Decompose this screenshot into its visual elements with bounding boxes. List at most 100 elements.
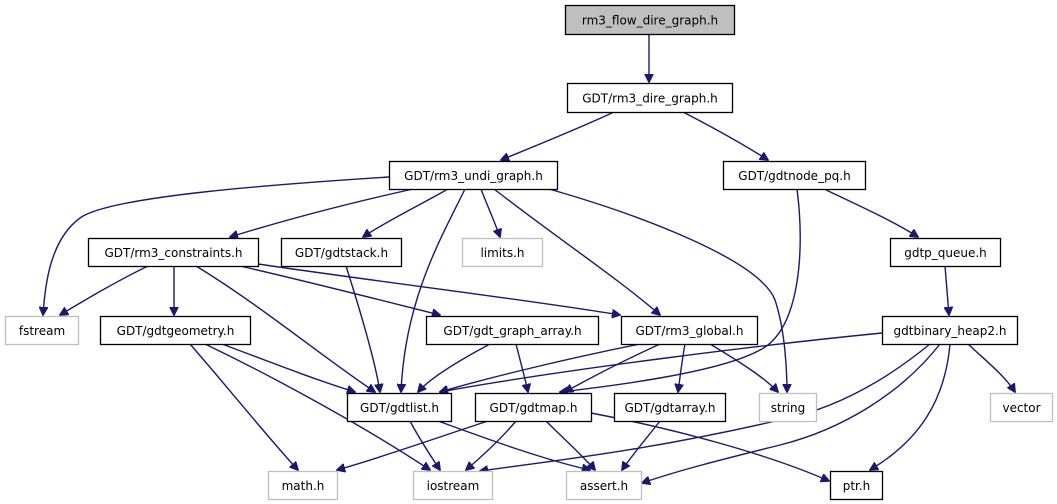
edges-layer xyxy=(43,34,1015,483)
edge-rm3_global-to-gdtarray xyxy=(678,343,686,392)
node-gdtarray[interactable]: GDT/gdtarray.h xyxy=(613,392,727,423)
edge-gdtlist-to-iostream xyxy=(409,420,440,470)
edge-gdtarray-to-assert xyxy=(622,420,661,470)
node-rm3-flow-dire-graph[interactable]: rm3_flow_dire_graph.h xyxy=(564,4,736,36)
node-box xyxy=(564,4,736,36)
node-label: GDT/gdtstack.h xyxy=(295,246,388,260)
edge-gdt_graph_array-to-gdtlist xyxy=(418,343,491,392)
node-label: gdtbinary_heap2.h xyxy=(894,324,1007,338)
node-label: fstream xyxy=(19,324,65,338)
edge-gdtbinary_heap2-to-gdtlist xyxy=(440,332,883,392)
edge-rm3_undi_graph-to-fstream xyxy=(43,176,390,315)
edge-rm3_undi_graph-to-rm3_global xyxy=(493,188,660,315)
node-box xyxy=(889,237,1002,268)
node-gdtmap[interactable]: GDT/gdtmap.h xyxy=(474,392,593,423)
edge-rm3_undi_graph-to-limits xyxy=(480,188,500,237)
node-box xyxy=(267,470,339,501)
node-assert: assert.h xyxy=(565,470,643,501)
edge-rm3_undi_graph-to-gdtlist xyxy=(401,188,466,392)
node-box xyxy=(346,392,453,423)
edge-gdtbinary_heap2-to-assert xyxy=(642,343,941,483)
node-box xyxy=(758,392,818,423)
node-box xyxy=(620,315,759,346)
edge-gdt_graph_array-to-gdtmap xyxy=(515,343,528,392)
edge-gdtbinary_heap2-to-vector xyxy=(967,343,1015,392)
node-gdtbinary-heap2[interactable]: gdtbinary_heap2.h xyxy=(881,315,1019,346)
node-iostream: iostream xyxy=(412,470,494,501)
node-rm3-constraints[interactable]: GDT/rm3_constraints.h xyxy=(87,237,260,268)
edge-rm3_constraints-to-gdt_graph_array xyxy=(239,265,440,315)
edge-rm3_undi_graph-to-rm3_constraints xyxy=(230,188,414,237)
edge-gdtstack-to-gdtlist xyxy=(345,265,380,392)
node-label: vector xyxy=(1002,401,1040,415)
node-box xyxy=(388,160,559,191)
edge-gdtlist-to-assert xyxy=(437,420,590,470)
edge-gdtgeometry-to-math xyxy=(189,343,298,470)
node-rm3-global[interactable]: GDT/rm3_global.h xyxy=(620,315,759,346)
node-rm3-dire-graph[interactable]: GDT/rm3_dire_graph.h xyxy=(566,82,734,114)
node-gdtp-queue[interactable]: gdtp_queue.h xyxy=(889,237,1002,268)
node-limits: limits.h xyxy=(461,237,544,268)
edge-rm3_global-to-gdtlist xyxy=(440,343,641,392)
node-vector: vector xyxy=(989,392,1054,423)
node-label: assert.h xyxy=(580,479,628,493)
nodes-layer: rm3_flow_dire_graph.hGDT/rm3_dire_graph.… xyxy=(4,4,1054,501)
node-gdtstack[interactable]: GDT/gdtstack.h xyxy=(280,237,403,268)
edge-rm3_global-to-string xyxy=(709,343,778,392)
edge-gdtmap-to-iostream xyxy=(466,420,517,470)
node-string: string xyxy=(758,392,818,423)
node-gdt-graph-array[interactable]: GDT/gdt_graph_array.h xyxy=(425,315,600,346)
node-box xyxy=(722,160,867,191)
node-label: GDT/gdtmap.h xyxy=(490,401,578,415)
edge-rm3_undi_graph-to-string xyxy=(548,188,787,392)
node-gdtnode-pq[interactable]: GDT/gdtnode_pq.h xyxy=(722,160,867,191)
node-label: GDT/rm3_constraints.h xyxy=(104,246,242,260)
node-box xyxy=(425,315,600,346)
node-box xyxy=(4,315,80,346)
node-label: GDT/rm3_undi_graph.h xyxy=(404,169,543,183)
node-label: iostream xyxy=(427,479,480,493)
edge-gdtbinary_heap2-to-iostream xyxy=(480,343,931,471)
node-gdtgeometry[interactable]: GDT/gdtgeometry.h xyxy=(99,315,252,346)
node-ptr[interactable]: ptr.h xyxy=(829,470,884,501)
node-box xyxy=(829,470,884,501)
node-box xyxy=(613,392,727,423)
node-label: GDT/gdt_graph_array.h xyxy=(443,324,581,338)
edge-gdtbinary_heap2-to-ptr xyxy=(870,343,951,470)
node-box xyxy=(989,392,1054,423)
node-label: rm3_flow_dire_graph.h xyxy=(582,14,718,28)
node-fstream: fstream xyxy=(4,315,80,346)
node-gdtlist[interactable]: GDT/gdtlist.h xyxy=(346,392,453,423)
node-label: GDT/gdtgeometry.h xyxy=(117,324,235,338)
node-label: ptr.h xyxy=(843,479,871,493)
node-box xyxy=(461,237,544,268)
node-label: GDT/gdtarray.h xyxy=(624,401,715,415)
node-box xyxy=(99,315,252,346)
edge-gdtp_queue-to-gdtbinary_heap2 xyxy=(945,265,949,315)
node-label: GDT/rm3_global.h xyxy=(636,324,744,338)
node-box xyxy=(412,470,494,501)
edge-gdtnode_pq-to-gdtp_queue xyxy=(823,188,918,237)
node-box xyxy=(881,315,1019,346)
node-label: limits.h xyxy=(480,246,524,260)
edge-gdtgeometry-to-gdtlist xyxy=(221,343,355,392)
node-box xyxy=(474,392,593,423)
edge-gdtmap-to-ptr xyxy=(590,412,829,481)
edge-rm3_constraints-to-fstream xyxy=(60,265,149,315)
edge-rm3_constraints-to-rm3_global xyxy=(257,263,620,315)
node-rm3-undi-graph[interactable]: GDT/rm3_undi_graph.h xyxy=(388,160,559,191)
node-label: gdtp_queue.h xyxy=(904,246,987,260)
edge-rm3_dire_graph-to-rm3_undi_graph xyxy=(501,111,615,160)
edge-rm3_constraints-to-gdtlist xyxy=(195,265,375,392)
node-math: math.h xyxy=(267,470,339,501)
edge-rm3_undi_graph-to-gdtstack xyxy=(363,188,449,237)
edge-gdtnode_pq-to-gdtmap xyxy=(560,188,801,392)
node-label: GDT/rm3_dire_graph.h xyxy=(582,92,718,106)
edge-gdtmap-to-math xyxy=(337,420,489,470)
node-box xyxy=(565,470,643,501)
node-label: math.h xyxy=(282,479,325,493)
node-label: string xyxy=(771,401,805,415)
node-label: GDT/gdtnode_pq.h xyxy=(738,169,850,183)
node-box xyxy=(87,237,260,268)
